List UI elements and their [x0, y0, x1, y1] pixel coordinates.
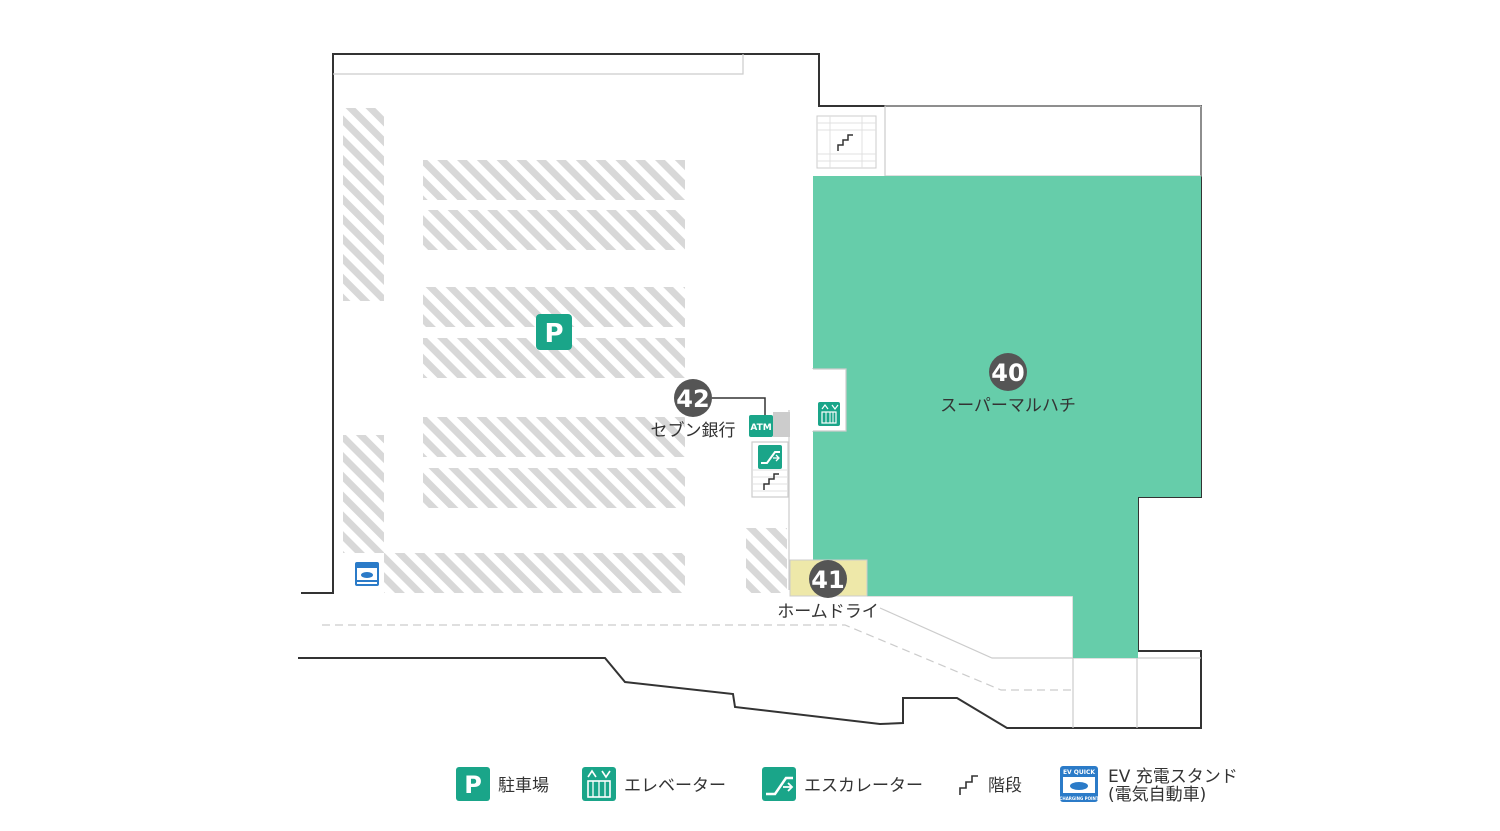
legend: P 駐車場 エレベーター エスカレーター 階段 EV QUICK CHARGIN…	[456, 766, 1238, 805]
svg-text:P: P	[464, 771, 482, 799]
svg-text:P: P	[544, 319, 563, 349]
atm-icon: ATM	[749, 415, 773, 437]
legend-ev-label: EV 充電スタンド	[1108, 767, 1238, 787]
parking-space-block	[343, 108, 384, 301]
parking-space-block	[746, 528, 787, 593]
parking-space-block	[343, 435, 384, 553]
stairs-area-top	[816, 115, 877, 169]
stairs-icon	[763, 473, 779, 490]
store-area-40[interactable]	[813, 176, 1201, 658]
stairs-icon	[837, 134, 853, 151]
svg-text:ATM: ATM	[750, 423, 771, 433]
svg-text:CHARGING POINT: CHARGING POINT	[1059, 796, 1098, 801]
legend-ev-icon: EV QUICK CHARGING POINT	[1059, 766, 1099, 802]
svg-text:40: 40	[991, 359, 1024, 387]
legend-escalator-label: エスカレーター	[804, 776, 923, 796]
parking-spaces	[343, 108, 787, 593]
legend-parking-icon: P	[456, 767, 490, 801]
legend-escalator-icon	[762, 767, 796, 801]
legend-stairs-icon	[959, 775, 978, 795]
store-marker-42[interactable]: 42	[674, 379, 712, 417]
store-name-41[interactable]: ホームドライ	[777, 602, 879, 622]
store-name-40[interactable]: スーパーマルハチ	[940, 396, 1076, 416]
parking-space-block	[423, 417, 685, 457]
store-name-42[interactable]: セブン銀行	[651, 420, 736, 441]
store-marker-41[interactable]: 41	[809, 560, 847, 598]
legend-elevator-icon	[582, 767, 616, 801]
ev-charger-icon	[355, 562, 379, 586]
legend-parking-label: 駐車場	[498, 776, 549, 796]
elevator-icon	[818, 402, 840, 426]
building-outline	[298, 53, 1202, 729]
legend-ev-sublabel: (電気自動車)	[1108, 785, 1206, 805]
stairs-area-center	[752, 469, 788, 492]
atm-area	[773, 412, 790, 437]
parking-space-block	[423, 160, 685, 200]
svg-text:EV QUICK: EV QUICK	[1063, 769, 1095, 776]
escalator-icon	[758, 445, 782, 469]
leader-line-42	[712, 397, 766, 415]
walkway-line	[322, 624, 1073, 691]
svg-text:42: 42	[676, 385, 709, 413]
legend-stairs-label: 階段	[988, 776, 1022, 796]
parking-space-block	[423, 210, 685, 250]
svg-text:41: 41	[811, 566, 844, 594]
parking-icon: P	[536, 314, 572, 350]
legend-elevator-label: エレベーター	[624, 776, 726, 796]
store-marker-40[interactable]: 40	[989, 353, 1027, 391]
parking-space-block	[423, 468, 685, 508]
parking-space-block	[384, 553, 685, 593]
